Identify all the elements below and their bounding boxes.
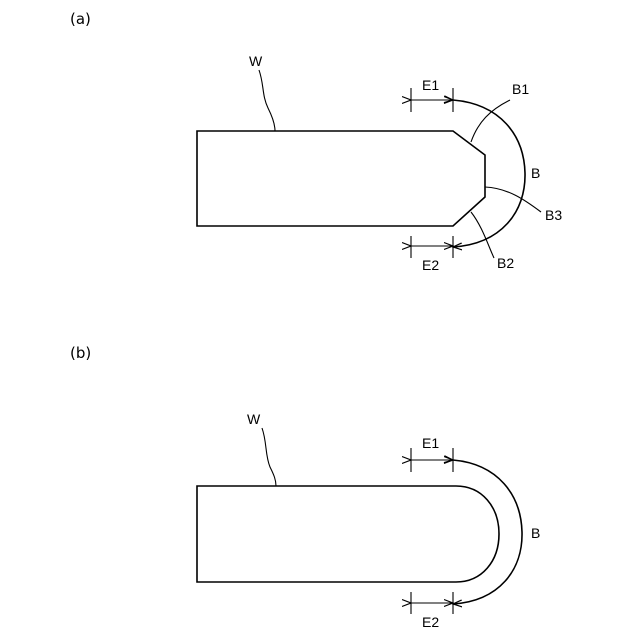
wafer-b-body xyxy=(197,486,499,582)
panel-b: (b) W E1 E2 B xyxy=(70,344,540,630)
bevel-a-arc xyxy=(453,100,525,247)
bevel-b-label: B xyxy=(531,525,540,541)
wafer-a-leader xyxy=(259,70,275,131)
b2-label: B2 xyxy=(497,255,514,271)
e1-b-label: E1 xyxy=(422,435,439,451)
b3-leader xyxy=(485,187,541,212)
bevel-b-arc xyxy=(453,460,522,604)
wafer-a-body xyxy=(197,131,485,226)
wafer-a-label: W xyxy=(249,53,263,69)
panel-a-label: (a) xyxy=(70,10,91,28)
e2-a-label: E2 xyxy=(422,257,439,273)
panel-b-label: (b) xyxy=(70,344,91,362)
b1-label: B1 xyxy=(512,81,529,97)
e2-b-label: E2 xyxy=(422,614,439,630)
wafer-b-label: W xyxy=(247,411,261,427)
b3-label: B3 xyxy=(545,207,562,223)
wafer-b-leader xyxy=(262,428,276,486)
bevel-a-label: B xyxy=(531,165,540,181)
b2-leader xyxy=(471,212,494,258)
panel-a: (a) W E1 E2 B B1 B3 B2 xyxy=(70,10,562,273)
e1-a-label: E1 xyxy=(422,77,439,93)
